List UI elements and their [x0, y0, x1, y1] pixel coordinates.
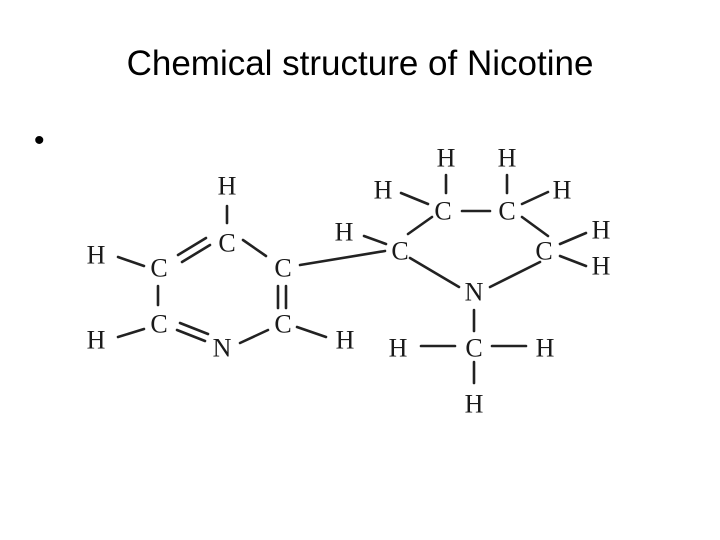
atom-h12: H	[389, 334, 408, 363]
bond-h2-c2	[116, 255, 146, 268]
bond-c4-n1-double-a	[175, 328, 207, 343]
bond-c9-h11	[558, 254, 588, 268]
bond-h5-c6	[362, 234, 388, 246]
bond-c3-c6	[298, 249, 387, 267]
atom-n1: N	[213, 334, 232, 363]
bond-c5-h4	[295, 325, 328, 339]
atom-c7: C	[434, 197, 451, 226]
atom-h7: H	[437, 144, 456, 173]
atom-c9: C	[535, 237, 552, 266]
atom-c3: C	[274, 254, 291, 283]
atom-h10: H	[592, 216, 611, 245]
bond-c1-c3	[241, 238, 268, 258]
atom-c5: C	[274, 310, 291, 339]
atom-h13: H	[536, 334, 555, 363]
atom-h4: H	[336, 326, 355, 355]
bond-h6-c7	[399, 191, 430, 206]
atom-h6: H	[374, 176, 393, 205]
atom-c6: C	[391, 237, 408, 266]
bullet-marker: •	[34, 124, 45, 157]
atom-c10: C	[465, 334, 482, 363]
bond-c2-c1-double-a	[176, 236, 208, 257]
bond-c6-c7	[406, 215, 434, 236]
atom-n2: N	[465, 278, 484, 307]
bond-c2-c1-double-b	[180, 243, 212, 264]
atom-c1: C	[218, 229, 235, 258]
bond-c6-n2	[408, 256, 461, 289]
atom-c4: C	[150, 310, 167, 339]
atom-c2: C	[150, 254, 167, 283]
atom-c8: C	[498, 197, 515, 226]
atom-h9: H	[553, 176, 572, 205]
bond-c8-h9	[520, 190, 550, 206]
slide-title: Chemical structure of Nicotine	[126, 44, 594, 83]
atom-h5: H	[335, 218, 354, 247]
atom-h11: H	[592, 252, 611, 281]
atom-h8: H	[498, 144, 517, 173]
bond-c4-n1-double-b	[178, 321, 210, 336]
atom-h2: H	[87, 241, 106, 270]
bond-c8-c9	[520, 215, 550, 238]
atom-h14: H	[465, 390, 484, 419]
atom-h3: H	[87, 326, 106, 355]
bond-c9-h10	[558, 231, 588, 246]
atom-h1: H	[218, 172, 237, 201]
bond-n1-c5	[238, 328, 270, 345]
bond-h3-c4	[116, 327, 146, 339]
bond-c9-n2	[488, 260, 542, 289]
